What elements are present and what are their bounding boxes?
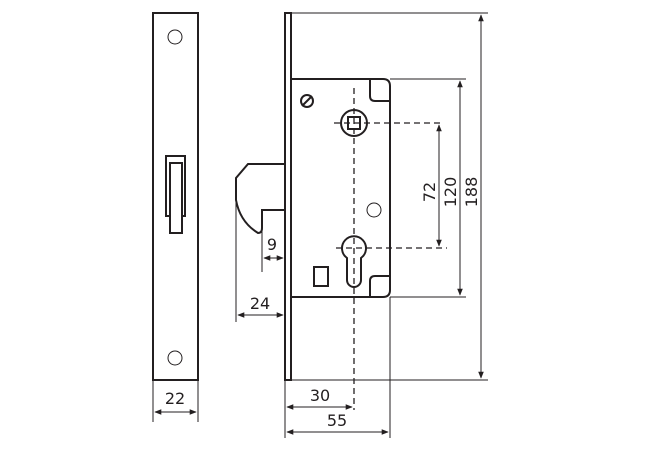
dimension-label-188: 188 <box>462 177 481 208</box>
case-notch-bottom <box>369 275 390 297</box>
screw-hole-top <box>167 29 183 45</box>
hook-slot-inner <box>169 162 183 234</box>
dimension-label-72: 72 <box>420 182 439 202</box>
lock-side-view: 9 24 30 55 72 120 188 <box>235 12 488 438</box>
case-slot <box>313 266 329 287</box>
case-notch-top <box>369 79 390 102</box>
lock-case <box>291 78 391 298</box>
dimension-label-120: 120 <box>441 177 460 208</box>
dimension-label-55: 55 <box>327 411 347 430</box>
screw-hole-bottom <box>167 350 183 366</box>
fixing-hole <box>366 202 382 218</box>
dimension-label-9: 9 <box>267 235 277 254</box>
faceplate-side <box>284 12 292 381</box>
dimension-label-30: 30 <box>310 386 330 405</box>
dimension-label-24: 24 <box>250 294 270 313</box>
dimension-label-22: 22 <box>165 389 185 408</box>
faceplate-front-view: 22 <box>152 12 199 422</box>
hook-bolt <box>235 163 285 235</box>
faceplate-outline <box>152 12 199 381</box>
cylinder-keyhole <box>341 235 367 288</box>
screw-icon <box>300 94 314 108</box>
